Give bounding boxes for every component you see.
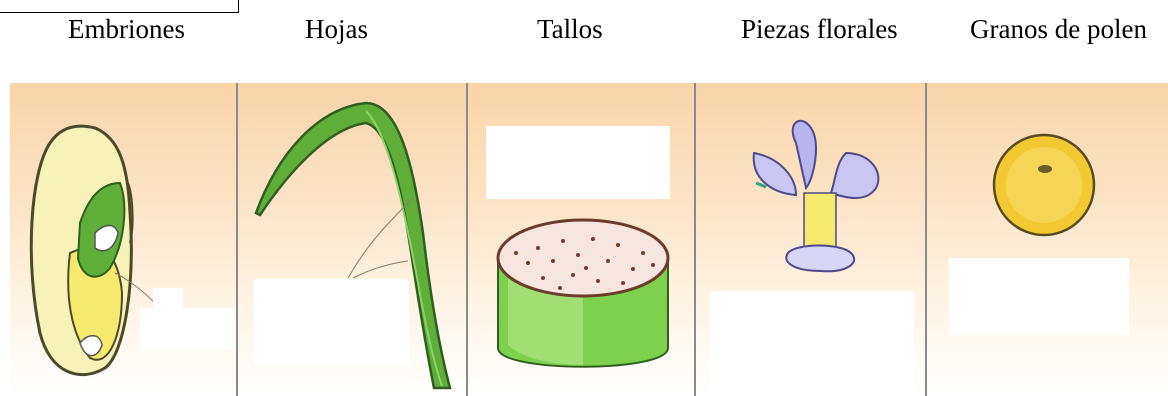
pollen-grain-illustration — [927, 83, 1168, 396]
answer-box-embriones-2 — [140, 308, 237, 350]
answer-box-piezas-florales — [710, 291, 914, 396]
top-border-line — [0, 0, 239, 13]
panel-embriones — [10, 83, 237, 396]
label-embriones: Embriones — [68, 14, 185, 45]
label-piezas-florales: Piezas florales — [741, 14, 898, 45]
panel-hojas — [238, 83, 466, 396]
column-labels: Embriones Hojas Tallos Piezas florales G… — [0, 14, 1168, 48]
panel-tallos — [468, 83, 694, 396]
label-hojas: Hojas — [305, 14, 368, 45]
label-granos-de-polen: Granos de polen — [970, 14, 1147, 45]
panel-granos-de-polen — [927, 83, 1168, 396]
answer-box-hojas — [254, 279, 409, 364]
answer-box-tallos — [486, 126, 670, 199]
answer-box-granos-de-polen — [949, 258, 1129, 335]
panel-piezas-florales — [696, 83, 925, 396]
label-tallos: Tallos — [537, 14, 603, 45]
